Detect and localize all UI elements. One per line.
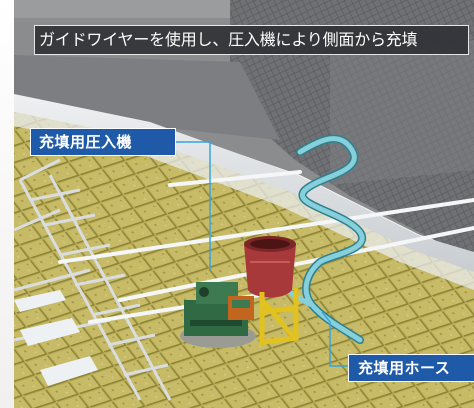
ground-tiles — [14, 112, 474, 408]
hopper-tank — [244, 236, 296, 298]
yellow-frame — [259, 288, 299, 345]
hose-leader-line — [321, 311, 348, 367]
wall-panel — [330, 40, 474, 185]
curb-strip — [14, 94, 474, 272]
scaffold-planks — [14, 290, 98, 386]
machine-leader-line — [176, 141, 211, 270]
press-in-machine-label: 充填用圧入機 — [30, 128, 176, 156]
press-in-machine — [180, 282, 256, 348]
filling-hose-label: 充填用ホース — [348, 354, 474, 382]
title-caption: ガイドワイヤーを使用し、圧入機により側面から充填 — [34, 25, 469, 55]
